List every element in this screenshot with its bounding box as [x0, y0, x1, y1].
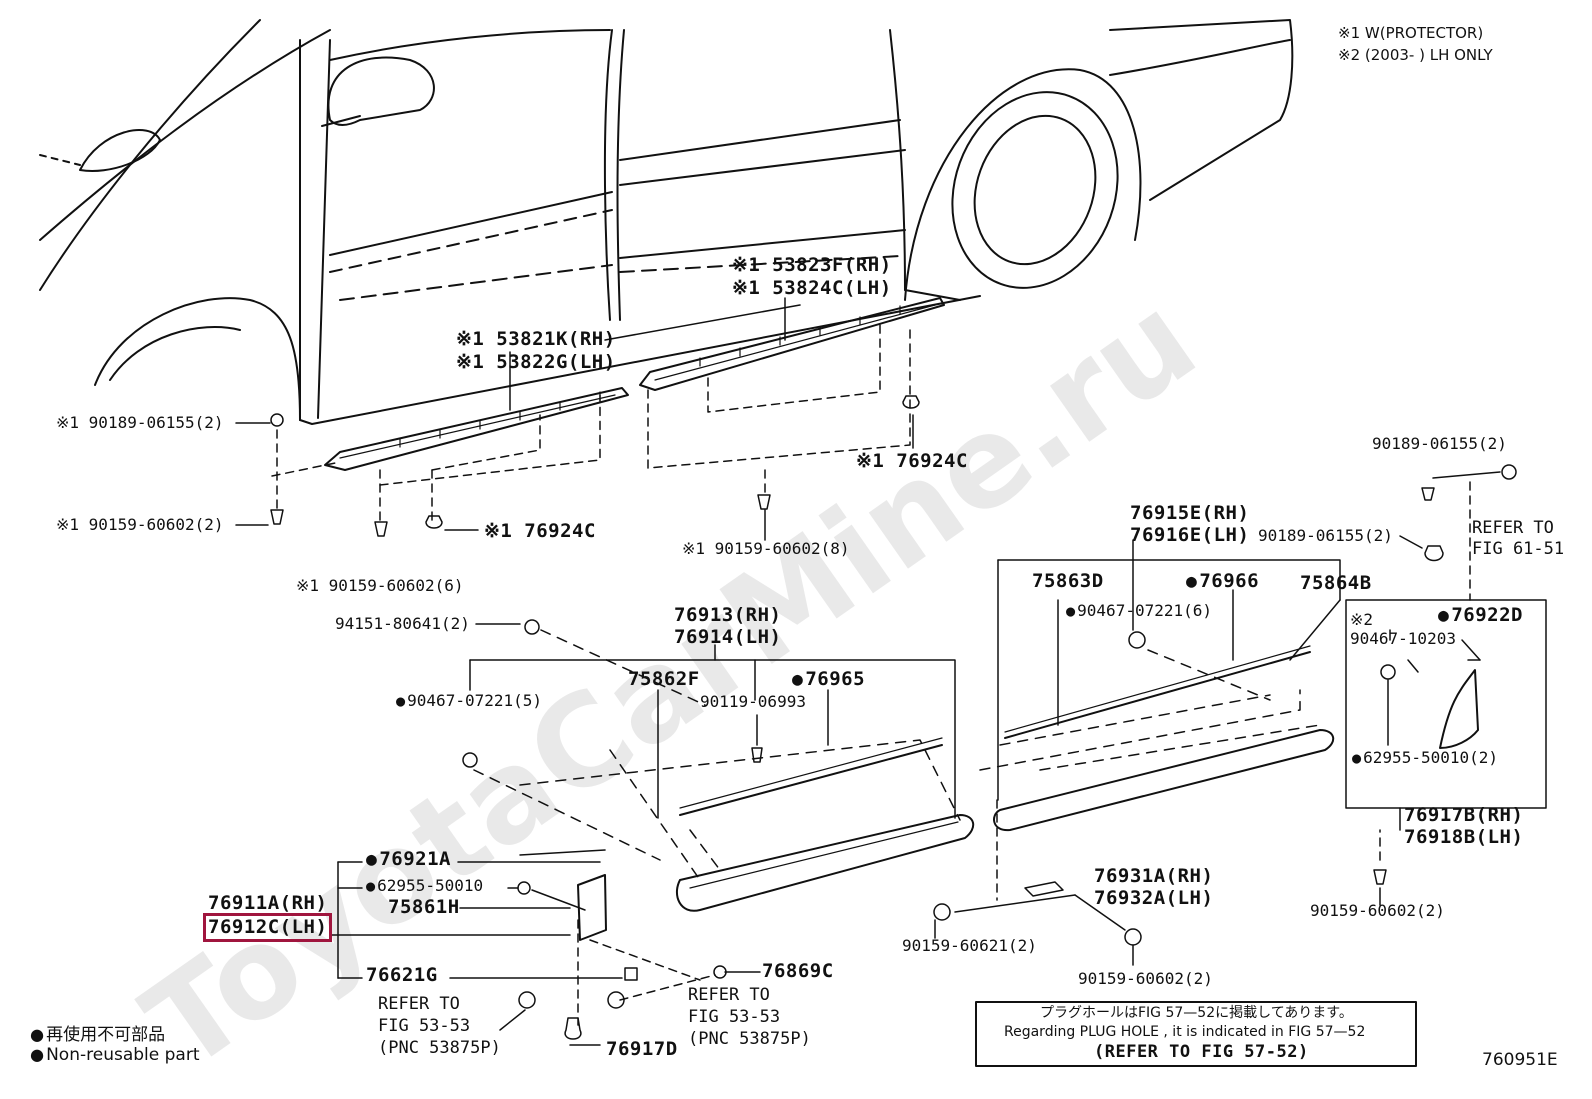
part-76914[interactable]: 76914(LH) — [674, 626, 782, 648]
plug-note-ref[interactable]: (REFER TO FIG 57-52) — [1094, 1042, 1309, 1062]
part-53822G[interactable]: ※1 53822G(LH) — [456, 351, 616, 373]
part-76966[interactable]: 76966 — [1186, 571, 1259, 591]
note-lh-only: ※2 (2003- ) LH ONLY — [1338, 46, 1493, 64]
part-76913[interactable]: 76913(RH) — [674, 604, 782, 626]
part-53823F[interactable]: ※1 53823F(RH) — [732, 254, 892, 276]
part-76917D[interactable]: 76917D — [606, 1038, 678, 1060]
refer-fig61-num[interactable]: FIG 61-51 — [1472, 539, 1565, 559]
part-76621G[interactable]: 76621G — [366, 964, 438, 986]
part-76869C[interactable]: 76869C — [762, 960, 834, 982]
part-76916E[interactable]: 76916E(LH) — [1130, 524, 1250, 546]
part-75861H[interactable]: 75861H — [388, 896, 460, 918]
part-90159-left[interactable]: ※1 90159-60602(2) — [56, 515, 224, 534]
part-53821K[interactable]: ※1 53821K(RH) — [456, 328, 616, 350]
legend-jp: 再使用不可部品 — [30, 1020, 165, 1045]
plug-note-frame — [975, 1001, 1417, 1067]
part-76915E[interactable]: 76915E(RH) — [1130, 502, 1250, 524]
part-76924C-right[interactable]: ※1 76924C — [856, 450, 968, 472]
refer-fig53-right-pnc[interactable]: (PNC 53875P) — [688, 1029, 811, 1049]
part-75862F[interactable]: 75862F — [628, 668, 700, 690]
part-90189-right-top[interactable]: 90189-06155(2) — [1372, 434, 1507, 453]
part-90467-10203[interactable]: 90467-10203 — [1350, 629, 1456, 648]
part-75863D[interactable]: 75863D — [1032, 570, 1104, 592]
part-76911A[interactable]: 76911A(RH) — [208, 892, 328, 914]
part-76965[interactable]: 76965 — [792, 669, 865, 689]
plug-note-jp: プラグホールはFIG 57—52に掲載してあります。 — [1040, 1005, 1353, 1021]
refer-fig53-right-num[interactable]: FIG 53-53 — [688, 1007, 781, 1027]
part-90189-right[interactable]: 90189-06155(2) — [1258, 526, 1393, 545]
part-90467-six[interactable]: 90467-07221(6) — [1066, 602, 1212, 619]
part-76918B[interactable]: 76918B(LH) — [1404, 826, 1524, 848]
part-53824C[interactable]: ※1 53824C(LH) — [732, 277, 892, 299]
part-76921A[interactable]: 76921A — [366, 849, 451, 869]
part-90189-left[interactable]: ※1 90189-06155(2) — [56, 413, 224, 432]
rocker-moldings — [519, 645, 1479, 941]
part-90159-right-bottom[interactable]: 90159-60602(2) — [1310, 901, 1445, 920]
part-76922D[interactable]: 76922D — [1438, 605, 1523, 625]
refer-fig53-right[interactable]: REFER TO — [688, 985, 770, 1005]
part-90159-60621[interactable]: 90159-60621(2) — [902, 936, 1037, 955]
legend-en: Non-reusable part — [30, 1045, 199, 1065]
part-76917B[interactable]: 76917B(RH) — [1404, 804, 1524, 826]
refer-fig53-left-num[interactable]: FIG 53-53 — [378, 1016, 471, 1036]
part-90159-eight[interactable]: ※1 90159-60602(8) — [682, 539, 850, 558]
refer-fig53-left[interactable]: REFER TO — [378, 994, 460, 1014]
part-76931A[interactable]: 76931A(RH) — [1094, 865, 1214, 887]
part-76932A[interactable]: 76932A(LH) — [1094, 887, 1214, 909]
leader-lines — [235, 297, 1547, 1046]
note-lh-only-marker: ※2 — [1350, 610, 1374, 629]
part-90159-six[interactable]: ※1 90159-60602(6) — [296, 576, 464, 595]
car-body-outline — [39, 19, 1294, 425]
fasteners — [270, 395, 1517, 1040]
part-76924C-left[interactable]: ※1 76924C — [484, 520, 596, 542]
part-75864B[interactable]: 75864B — [1300, 572, 1372, 594]
part-94151[interactable]: 94151-80641(2) — [335, 614, 470, 633]
part-90159-bottom[interactable]: 90159-60602(2) — [1078, 969, 1213, 988]
note-protector: ※1 W(PROTECTOR) — [1338, 24, 1484, 42]
refer-fig53-left-pnc[interactable]: (PNC 53875P) — [378, 1038, 501, 1058]
part-90119[interactable]: 90119-06993 — [700, 692, 806, 711]
part-62955-two[interactable]: 62955-50010(2) — [1352, 749, 1498, 766]
part-62955-single[interactable]: 62955-50010 — [366, 877, 483, 894]
figure-id: 760951E — [1482, 1050, 1558, 1070]
part-76912C[interactable]: 76912C(LH) — [202, 913, 333, 942]
upper-moldings — [324, 297, 945, 471]
refer-fig61[interactable]: REFER TO — [1472, 518, 1554, 538]
part-90467-five[interactable]: 90467-07221(5) — [396, 692, 542, 709]
plug-note-en: Regarding PLUG HOLE , it is indicated in… — [1004, 1024, 1366, 1040]
